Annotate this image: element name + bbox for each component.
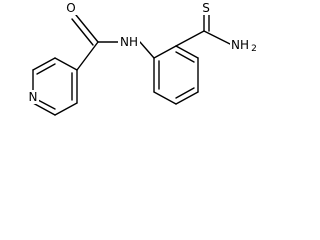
- bond-benzene-c4-c5-inner: [175, 87, 195, 99]
- structure-diagram: O NH S NH 2 N: [27, 1, 258, 116]
- sulfur-label: S: [202, 1, 210, 15]
- bond-pyridine-c4-c5: [32, 57, 56, 71]
- bond-pyridine-c3-c4: [54, 57, 78, 71]
- sulfur-atom: S: [200, 1, 212, 15]
- bond-benzene-c2-c3: [175, 45, 199, 59]
- bond-benzene-c4-c5: [175, 91, 199, 105]
- pyridine-nitrogen-atom: N: [27, 90, 39, 104]
- amide-nitrogen-label: NH: [120, 35, 138, 49]
- thioamide-nitrogen-atom: NH 2: [230, 37, 258, 54]
- bonds: [32, 13, 231, 116]
- bond-benzene-c5-c6: [153, 91, 177, 105]
- pyridine-nitrogen-label: N: [29, 90, 38, 104]
- bond-benzene-c1-c2: [153, 45, 177, 59]
- bond-thiocarbon-n: [203, 30, 231, 45]
- bond-ring-carbonyl: [76, 41, 99, 71]
- oxygen-atom: O: [65, 1, 77, 15]
- atom-labels: O NH S NH 2 N: [27, 1, 258, 104]
- thioamide-nitrogen-subscript: 2: [251, 44, 257, 54]
- bond-pyridine-n-c6-inner: [37, 99, 56, 110]
- bond-benzene-c2-c3-inner: [175, 51, 195, 63]
- amide-nitrogen-atom: NH: [118, 34, 140, 49]
- bond-n-benzene: [139, 41, 155, 59]
- bond-carbonyl-o-1: [75, 14, 99, 43]
- thioamide-nitrogen-label: NH: [231, 38, 249, 52]
- oxygen-label: O: [66, 1, 75, 15]
- bond-pyridine-c6-c1: [54, 102, 78, 116]
- bond-benzene-thiocarbon: [175, 30, 205, 47]
- bond-carbonyl-o-2: [71, 18, 94, 46]
- bond-pyridine-n-c6: [32, 102, 56, 116]
- bond-pyridine-c4-c5-inner: [36, 63, 56, 75]
